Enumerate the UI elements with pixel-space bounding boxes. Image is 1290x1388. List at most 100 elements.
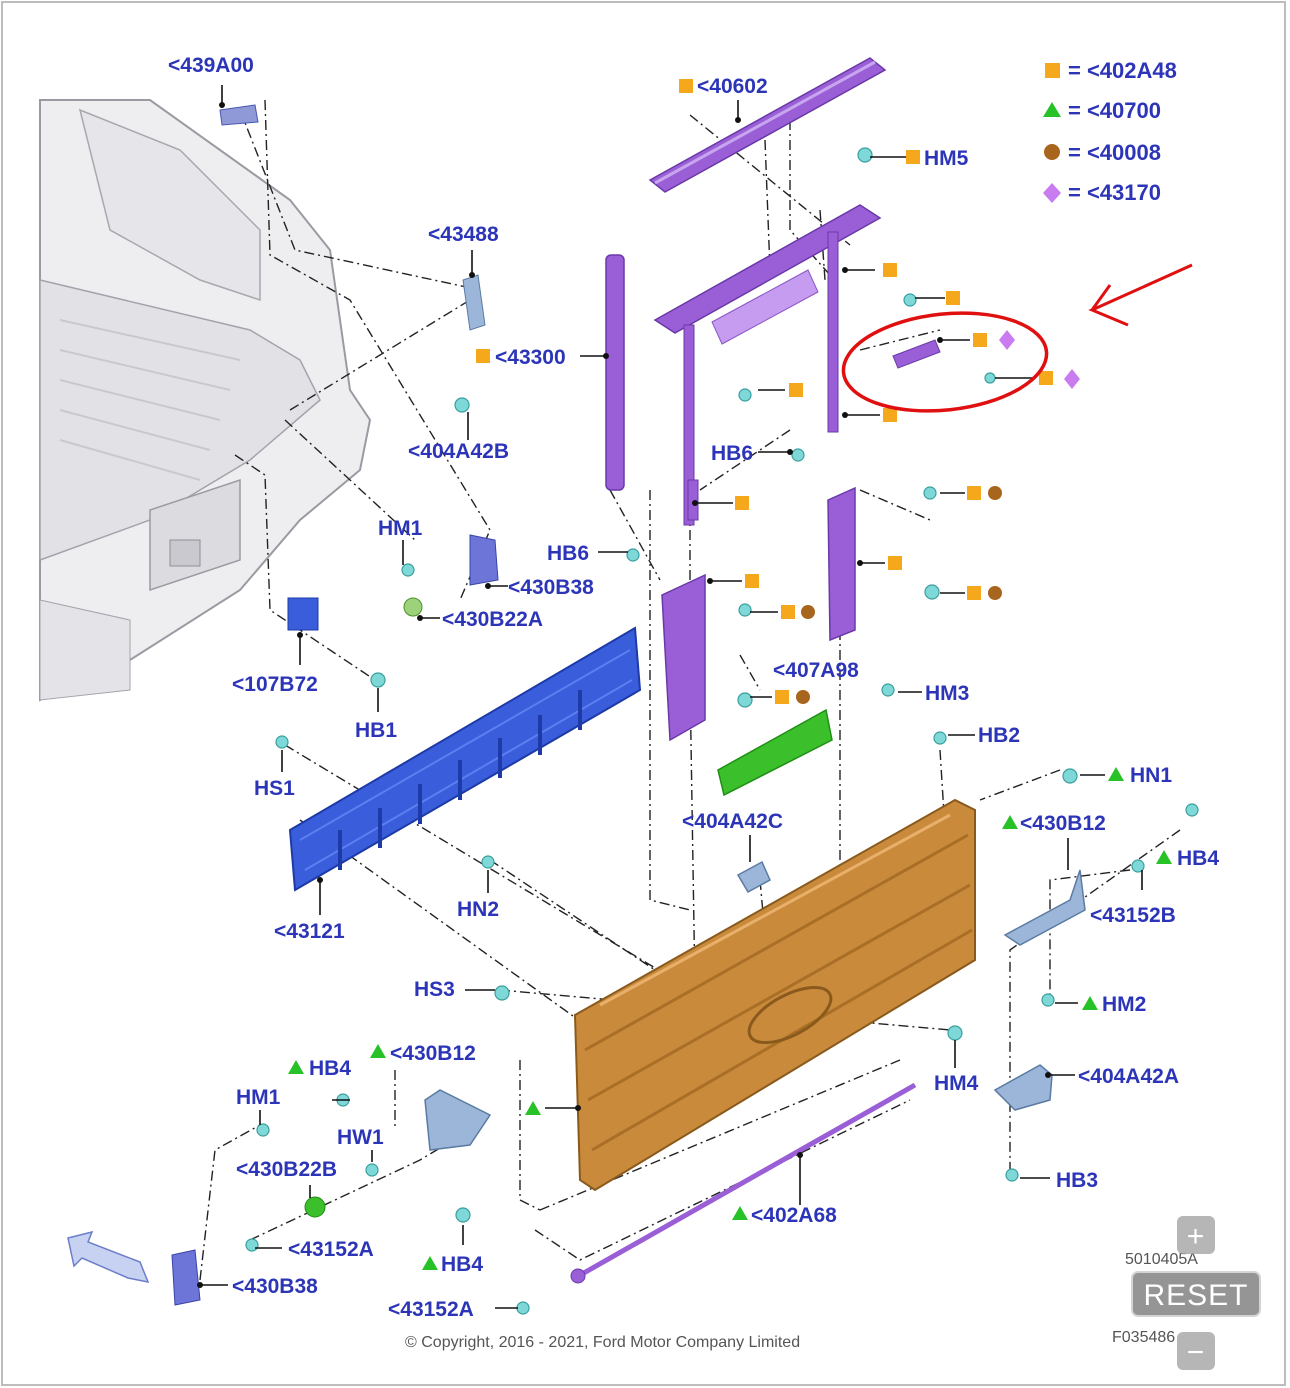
label-430B38-lower[interactable]: <430B38 — [232, 1275, 318, 1298]
square-symbol — [883, 263, 897, 277]
legend-triangle-icon — [1043, 102, 1061, 117]
label-43488[interactable]: <43488 — [428, 223, 499, 246]
label-hb4-bottom[interactable]: HB4 — [441, 1253, 483, 1276]
label-107B72[interactable]: <107B72 — [232, 673, 318, 696]
circle-symbol — [796, 690, 810, 704]
legend-square-text: = <402A48 — [1068, 58, 1177, 83]
label-402A68[interactable]: <402A68 — [751, 1204, 837, 1227]
label-43300[interactable]: <43300 — [495, 346, 566, 369]
part-hinges-right[interactable] — [736, 860, 1086, 1111]
label-43152A-left[interactable]: <43152A — [288, 1238, 374, 1261]
part-43121-panel[interactable] — [288, 626, 642, 892]
front-direction-arrow-icon — [67, 1230, 150, 1284]
copyright-text: © Copyright, 2016 - 2021, Ford Motor Com… — [405, 1334, 800, 1351]
square-symbol — [906, 150, 920, 164]
legend-circle-text: = <40008 — [1068, 140, 1161, 165]
label-hn1[interactable]: HN1 — [1130, 764, 1172, 787]
square-symbol — [946, 291, 960, 305]
label-430B22B[interactable]: <430B22B — [236, 1158, 337, 1181]
label-hb3[interactable]: HB3 — [1056, 1169, 1098, 1192]
square-symbol — [745, 574, 759, 588]
label-430B12-right[interactable]: <430B12 — [1020, 812, 1106, 835]
label-hb6-upper[interactable]: HB6 — [711, 442, 753, 465]
label-430B12-left[interactable]: <430B12 — [390, 1042, 476, 1065]
label-hm4[interactable]: HM4 — [934, 1072, 979, 1095]
corner-code-bottom: F035486 — [1112, 1329, 1175, 1346]
label-hb6-lower[interactable]: HB6 — [547, 542, 589, 565]
square-symbol — [888, 556, 902, 570]
annotation-arrow — [1088, 263, 1193, 327]
square-symbol — [967, 586, 981, 600]
label-hm3[interactable]: HM3 — [925, 682, 969, 705]
zoom-in-button[interactable]: + — [1177, 1216, 1215, 1254]
part-402A68-cable[interactable] — [570, 1082, 917, 1284]
square-symbol — [735, 496, 749, 510]
part-430B22A-knob[interactable] — [403, 597, 423, 617]
label-hs1[interactable]: HS1 — [254, 777, 295, 800]
zoom-out-label: − — [1187, 1336, 1206, 1369]
callout-symbols — [288, 79, 1172, 1270]
label-430B22A[interactable]: <430B22A — [442, 608, 543, 631]
label-hb1[interactable]: HB1 — [355, 719, 397, 742]
triangle-symbol — [370, 1044, 386, 1058]
label-hb2[interactable]: HB2 — [978, 724, 1020, 747]
zoom-out-button[interactable]: − — [1177, 1332, 1215, 1370]
part-43300-strut[interactable] — [605, 254, 625, 491]
part-labels: <439A00 <40602 HM5 <43488 <43300 <404A42… — [168, 54, 1219, 1321]
part-lower-channels[interactable] — [661, 479, 856, 742]
square-symbol — [679, 79, 693, 93]
label-hs3[interactable]: HS3 — [414, 978, 455, 1001]
label-hn2[interactable]: HN2 — [457, 898, 499, 921]
label-439A00[interactable]: <439A00 — [168, 54, 254, 77]
triangle-symbol — [1156, 850, 1172, 864]
label-430B38-upper[interactable]: <430B38 — [508, 576, 594, 599]
part-430B22B-knob[interactable] — [304, 1196, 326, 1218]
square-symbol — [883, 408, 897, 422]
legend-diamond-text: = <43170 — [1068, 180, 1161, 205]
circle-symbol — [801, 605, 815, 619]
part-tailgate[interactable] — [573, 798, 976, 1192]
label-43152B[interactable]: <43152B — [1090, 904, 1176, 927]
label-407A98[interactable]: <407A98 — [773, 659, 859, 682]
label-hb4-left[interactable]: HB4 — [309, 1057, 351, 1080]
label-404A42C[interactable]: <404A42C — [682, 810, 783, 833]
leader-lines — [197, 85, 1143, 1309]
part-annotated-latch[interactable] — [892, 339, 941, 369]
label-hb4-right[interactable]: HB4 — [1177, 847, 1219, 870]
label-hm1-upper[interactable]: HM1 — [378, 517, 423, 540]
square-symbol — [967, 486, 981, 500]
square-symbol — [775, 690, 789, 704]
label-40602[interactable]: <40602 — [697, 75, 768, 98]
label-43121[interactable]: <43121 — [274, 920, 345, 943]
label-hw1[interactable]: HW1 — [337, 1126, 384, 1149]
diamond-symbol — [999, 330, 1015, 350]
label-404A42B[interactable]: <404A42B — [408, 440, 509, 463]
part-header-frame[interactable] — [653, 204, 882, 526]
triangle-symbol — [1108, 767, 1124, 781]
legend-circle-icon — [1044, 144, 1060, 160]
part-40602-rail[interactable] — [648, 57, 887, 193]
label-43152A-bottom[interactable]: <43152A — [388, 1298, 474, 1321]
triangle-symbol — [1002, 815, 1018, 829]
label-hm2[interactable]: HM2 — [1102, 993, 1146, 1016]
reset-button[interactable]: RESET — [1131, 1271, 1261, 1317]
square-symbol — [781, 605, 795, 619]
truck-bed-illustration — [39, 99, 372, 702]
circle-symbol — [988, 586, 1002, 600]
label-hm1-lower[interactable]: HM1 — [236, 1086, 281, 1109]
part-407A98-seal[interactable] — [717, 708, 833, 797]
legend-diamond-icon — [1043, 183, 1061, 203]
reset-label: RESET — [1143, 1279, 1248, 1312]
part-hinges-left[interactable] — [171, 104, 499, 1306]
label-404A42A[interactable]: <404A42A — [1078, 1065, 1179, 1088]
square-symbol — [1039, 371, 1053, 385]
label-hm5[interactable]: HM5 — [924, 147, 969, 170]
triangle-symbol — [422, 1256, 438, 1270]
small-hardware — [245, 147, 1199, 1315]
triangle-symbol — [288, 1060, 304, 1074]
triangle-symbol — [525, 1101, 541, 1115]
circle-symbol — [988, 486, 1002, 500]
legend: = <402A48 = <40700 = <40008 = <43170 — [1043, 58, 1177, 205]
